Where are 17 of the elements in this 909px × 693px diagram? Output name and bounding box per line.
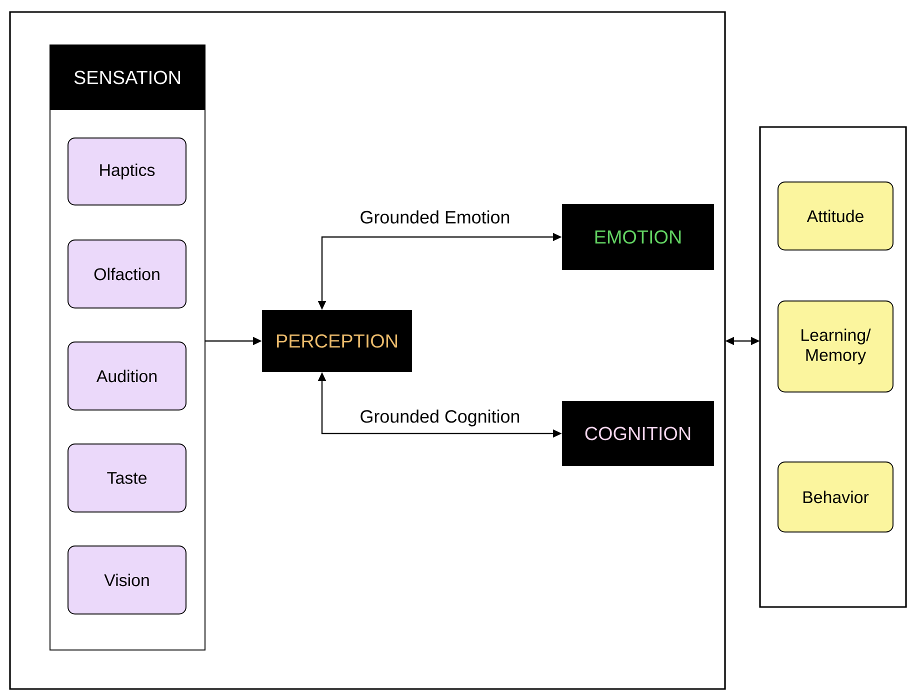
header-band: SENSATION <box>50 45 205 110</box>
frame-box <box>9 11 726 690</box>
sense-box: Taste <box>68 444 186 512</box>
sense-box: Audition <box>68 342 186 410</box>
concept-box: EMOTION <box>562 204 714 270</box>
edge-label: Grounded Cognition <box>358 408 522 428</box>
sense-box: Haptics <box>68 138 186 206</box>
sense-box: Olfaction <box>68 240 186 308</box>
outcome-box: Attitude <box>778 182 894 250</box>
concept-box: COGNITION <box>562 401 714 466</box>
frame-box <box>759 126 907 608</box>
outcome-box: Behavior <box>778 462 894 532</box>
edge-label: Grounded Emotion <box>358 209 512 225</box>
sensation-panel <box>50 44 206 650</box>
concept-box: PERCEPTION <box>262 310 412 372</box>
outcome-box: Learning/ Memory <box>778 300 894 392</box>
sense-box: Vision <box>68 546 186 614</box>
